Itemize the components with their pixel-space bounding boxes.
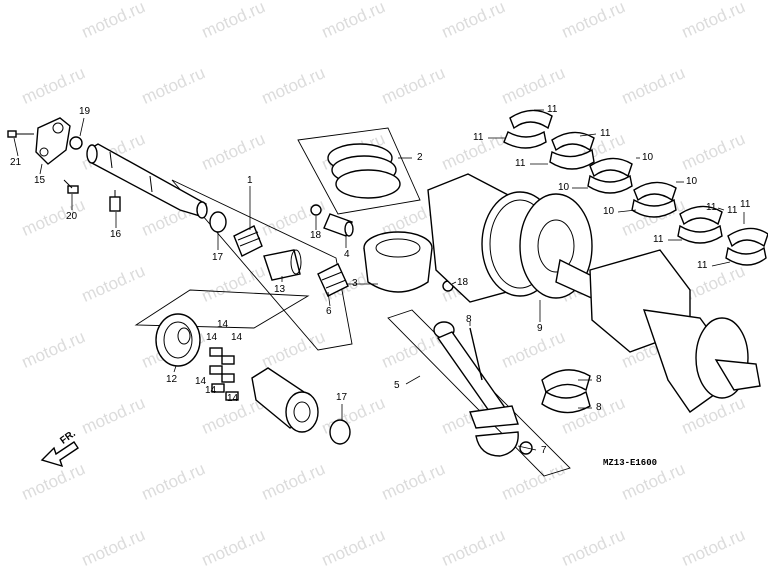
- callout-14-b: 14: [206, 332, 218, 343]
- bearing-shells: [503, 109, 768, 266]
- callout-6: 6: [326, 306, 332, 317]
- callout-14-c: 14: [231, 332, 243, 343]
- callout-21: 21: [10, 157, 22, 168]
- washer-17-top: [209, 211, 227, 233]
- callout-8-lower: 8: [596, 402, 602, 413]
- callout-17-bottom: 17: [336, 392, 348, 403]
- sensor-16: [109, 190, 121, 212]
- callout-17-top: 17: [212, 252, 224, 263]
- callout-1: 1: [247, 175, 253, 186]
- callout-11-b: 11: [473, 132, 484, 143]
- callout-11-d: 11: [515, 158, 526, 169]
- leader-lines: [13, 109, 745, 451]
- primary-gear: [155, 313, 201, 367]
- bearing-8-upper: [541, 369, 591, 394]
- callout-14-a: 14: [217, 319, 229, 330]
- callout-19: 19: [79, 106, 91, 117]
- callout-15: 15: [34, 175, 46, 186]
- piston-pin: [323, 213, 354, 237]
- washer-17-bottom: [329, 419, 351, 445]
- callout-18-right: 18: [457, 277, 469, 288]
- callout-11-g: 11: [653, 234, 664, 245]
- rollers: [209, 347, 239, 401]
- spacer-13: [263, 249, 302, 281]
- rod-bolt: [469, 327, 483, 381]
- callout-12: 12: [166, 374, 178, 385]
- callout-4: 4: [344, 249, 350, 260]
- needle-bearing-1: [233, 225, 263, 257]
- callout-10-b: 10: [686, 176, 698, 187]
- callout-13: 13: [274, 284, 286, 295]
- callout-11-e: 11: [706, 202, 717, 213]
- clip-18-left: [310, 204, 322, 216]
- callout-10-d: 10: [603, 206, 615, 217]
- callout-11-f: 11: [727, 205, 738, 216]
- callout-11-h: 11: [740, 199, 751, 210]
- callout-11-c: 11: [600, 128, 611, 139]
- connecting-rod: [433, 321, 533, 457]
- callout-3: 3: [352, 278, 358, 289]
- rocker-arm: [35, 117, 71, 165]
- callout-2: 2: [417, 152, 423, 163]
- piston-assembly-frame: [171, 179, 353, 351]
- callout-20: 20: [66, 211, 78, 222]
- piston-rings: [327, 143, 401, 199]
- callout-11-a: 11: [547, 104, 558, 115]
- callout-8-rod: 8: [466, 314, 472, 325]
- diagram-code: MZ13-E1600: [603, 458, 658, 468]
- callout-9: 9: [537, 323, 543, 334]
- callout-11-i: 11: [697, 260, 708, 271]
- piston-ring-set-frame: [297, 127, 421, 215]
- bearing-8-lower: [541, 390, 591, 414]
- callout-14-d: 14: [195, 376, 207, 387]
- piston: [363, 231, 433, 293]
- callout-7: 7: [541, 445, 547, 456]
- o-ring-19: [69, 136, 83, 150]
- bolt-21: [7, 130, 34, 138]
- needle-bearing-6: [317, 263, 349, 297]
- primary-gear-frame: [134, 289, 310, 329]
- crank-gear-assembly: [427, 173, 601, 303]
- callout-5: 5: [394, 380, 400, 391]
- callout-14-e: 14: [205, 385, 217, 396]
- balancer-shaft: [86, 143, 208, 219]
- direction-arrow: [40, 441, 79, 468]
- callout-16: 16: [110, 229, 122, 240]
- callout-10-c: 10: [558, 182, 570, 193]
- callout-8-upper: 8: [596, 374, 602, 385]
- callout-18-left: 18: [310, 230, 322, 241]
- crankshaft: [589, 249, 761, 413]
- callout-10-a: 10: [642, 152, 654, 163]
- gear-hub: [251, 367, 319, 433]
- bolt-20: [63, 179, 79, 194]
- callout-14-f: 14: [227, 393, 239, 404]
